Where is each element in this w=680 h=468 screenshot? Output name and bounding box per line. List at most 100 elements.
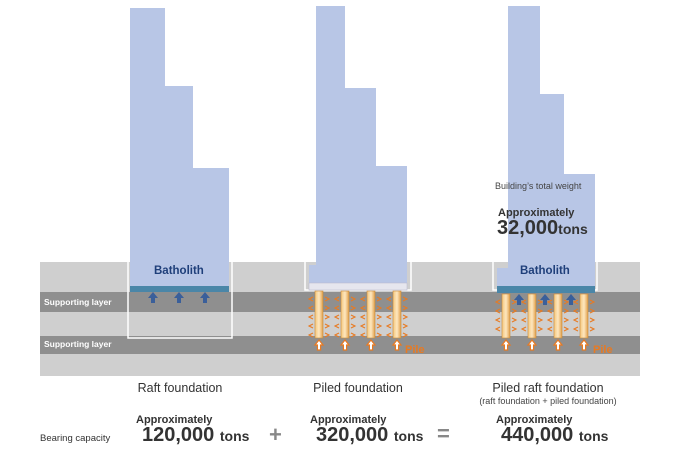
friction-arrow-left [520, 326, 527, 332]
friction-arrow-right [350, 314, 357, 320]
friction-arrow-right [376, 314, 383, 320]
pile-tip-arrow [578, 339, 590, 351]
friction-arrow-left [546, 326, 553, 332]
friction-arrow-left [385, 323, 392, 329]
pile-piled-foundation [340, 290, 350, 339]
friction-arrow-right [511, 317, 518, 323]
friction-arrow-right [563, 317, 570, 323]
supporting-layer-1 [40, 292, 640, 312]
pile-piled-raft [501, 293, 511, 339]
caption-piled-foundation: Piled foundation [313, 381, 403, 395]
approx-piled-raft: Approximately [496, 414, 573, 426]
friction-arrow-right [511, 326, 518, 332]
pile-piled-foundation [314, 290, 324, 339]
friction-arrow-right [350, 305, 357, 311]
supporting-layer-2 [40, 336, 640, 354]
raft-up-arrow [174, 292, 184, 303]
friction-arrow-left [572, 326, 579, 332]
friction-arrow-right [376, 323, 383, 329]
friction-arrow-right [402, 296, 409, 302]
friction-arrow-left [359, 332, 366, 338]
friction-arrow-right [537, 326, 544, 332]
friction-arrow-left [572, 308, 579, 314]
friction-arrow-right [563, 299, 570, 305]
caption-raft-foundation: Raft foundation [137, 381, 223, 395]
friction-arrow-right [402, 332, 409, 338]
friction-arrow-right [350, 332, 357, 338]
pile-cap [308, 282, 408, 291]
pile-piled-foundation [366, 290, 376, 339]
approx-piled: Approximately [310, 414, 387, 426]
building-weight-title: Building’s total weight [495, 181, 582, 191]
friction-arrow-left [520, 299, 527, 305]
pile-tip-arrow [339, 339, 351, 351]
friction-arrow-right [324, 314, 331, 320]
pile-tip-arrow [313, 339, 325, 351]
friction-arrow-right [324, 296, 331, 302]
building-weight-value: 32,000tons [497, 217, 588, 239]
raft-slab [130, 286, 229, 292]
building-weight-approx: Approximately [498, 207, 575, 219]
pile-piled-foundation [392, 290, 402, 339]
friction-arrow-right [402, 323, 409, 329]
friction-arrow-left [494, 317, 501, 323]
piled-raft-slab [497, 286, 595, 293]
pile-tip-arrow [365, 339, 377, 351]
friction-arrow-left [385, 332, 392, 338]
capacity-piled: 320,000 tons [316, 424, 424, 446]
pile-piled-raft [579, 293, 589, 339]
friction-arrow-left [307, 305, 314, 311]
friction-arrow-left [307, 323, 314, 329]
friction-arrow-left [385, 305, 392, 311]
friction-arrow-right [402, 314, 409, 320]
raft-up-arrow [200, 292, 210, 303]
friction-arrow-left [546, 308, 553, 314]
friction-arrow-left [359, 296, 366, 302]
friction-arrow-right [350, 323, 357, 329]
pile-piled-raft [553, 293, 563, 339]
building-piled [309, 6, 407, 285]
pile-tip-arrow [526, 339, 538, 351]
supporting-layer-label-2: Supporting layer [44, 339, 112, 349]
friction-arrow-right [563, 326, 570, 332]
raft-up-arrow [148, 292, 158, 303]
friction-arrow-left [333, 296, 340, 302]
piled-raft-up-arrow [566, 294, 576, 305]
friction-arrow-left [307, 314, 314, 320]
piled-raft-up-arrow [540, 294, 550, 305]
friction-arrow-right [376, 296, 383, 302]
friction-arrow-left [333, 305, 340, 311]
supporting-layer-label-1: Supporting layer [44, 297, 112, 307]
friction-arrow-left [385, 296, 392, 302]
piled-raft-up-arrow [514, 294, 524, 305]
friction-arrow-right [511, 308, 518, 314]
friction-arrow-right [402, 305, 409, 311]
friction-arrow-left [359, 305, 366, 311]
pile-label-piled-raft: Pile [593, 344, 613, 356]
pile-label-piled: Pile [405, 344, 425, 356]
friction-arrow-right [563, 308, 570, 314]
friction-arrow-right [589, 317, 596, 323]
friction-arrow-right [537, 317, 544, 323]
friction-arrow-right [537, 299, 544, 305]
friction-arrow-left [359, 314, 366, 320]
batholith-label-raft: Batholith [154, 265, 204, 277]
plus-operator: + [269, 422, 282, 447]
caption-piled-raft-subtitle: (raft foundation + piled foundation) [479, 396, 617, 406]
approx-raft: Approximately [136, 414, 213, 426]
friction-arrow-right [511, 299, 518, 305]
pile-tip-arrow [552, 339, 564, 351]
friction-arrow-left [333, 323, 340, 329]
piles-and-arrows [148, 290, 596, 351]
friction-arrow-left [572, 299, 579, 305]
building-piled-raft [497, 6, 595, 290]
friction-arrow-left [307, 332, 314, 338]
friction-arrow-right [324, 323, 331, 329]
friction-arrow-left [546, 317, 553, 323]
friction-arrow-right [376, 332, 383, 338]
pile-piled-raft [527, 293, 537, 339]
friction-arrow-left [494, 308, 501, 314]
caption-piled-raft-foundation: Piled raft foundation [492, 381, 604, 395]
